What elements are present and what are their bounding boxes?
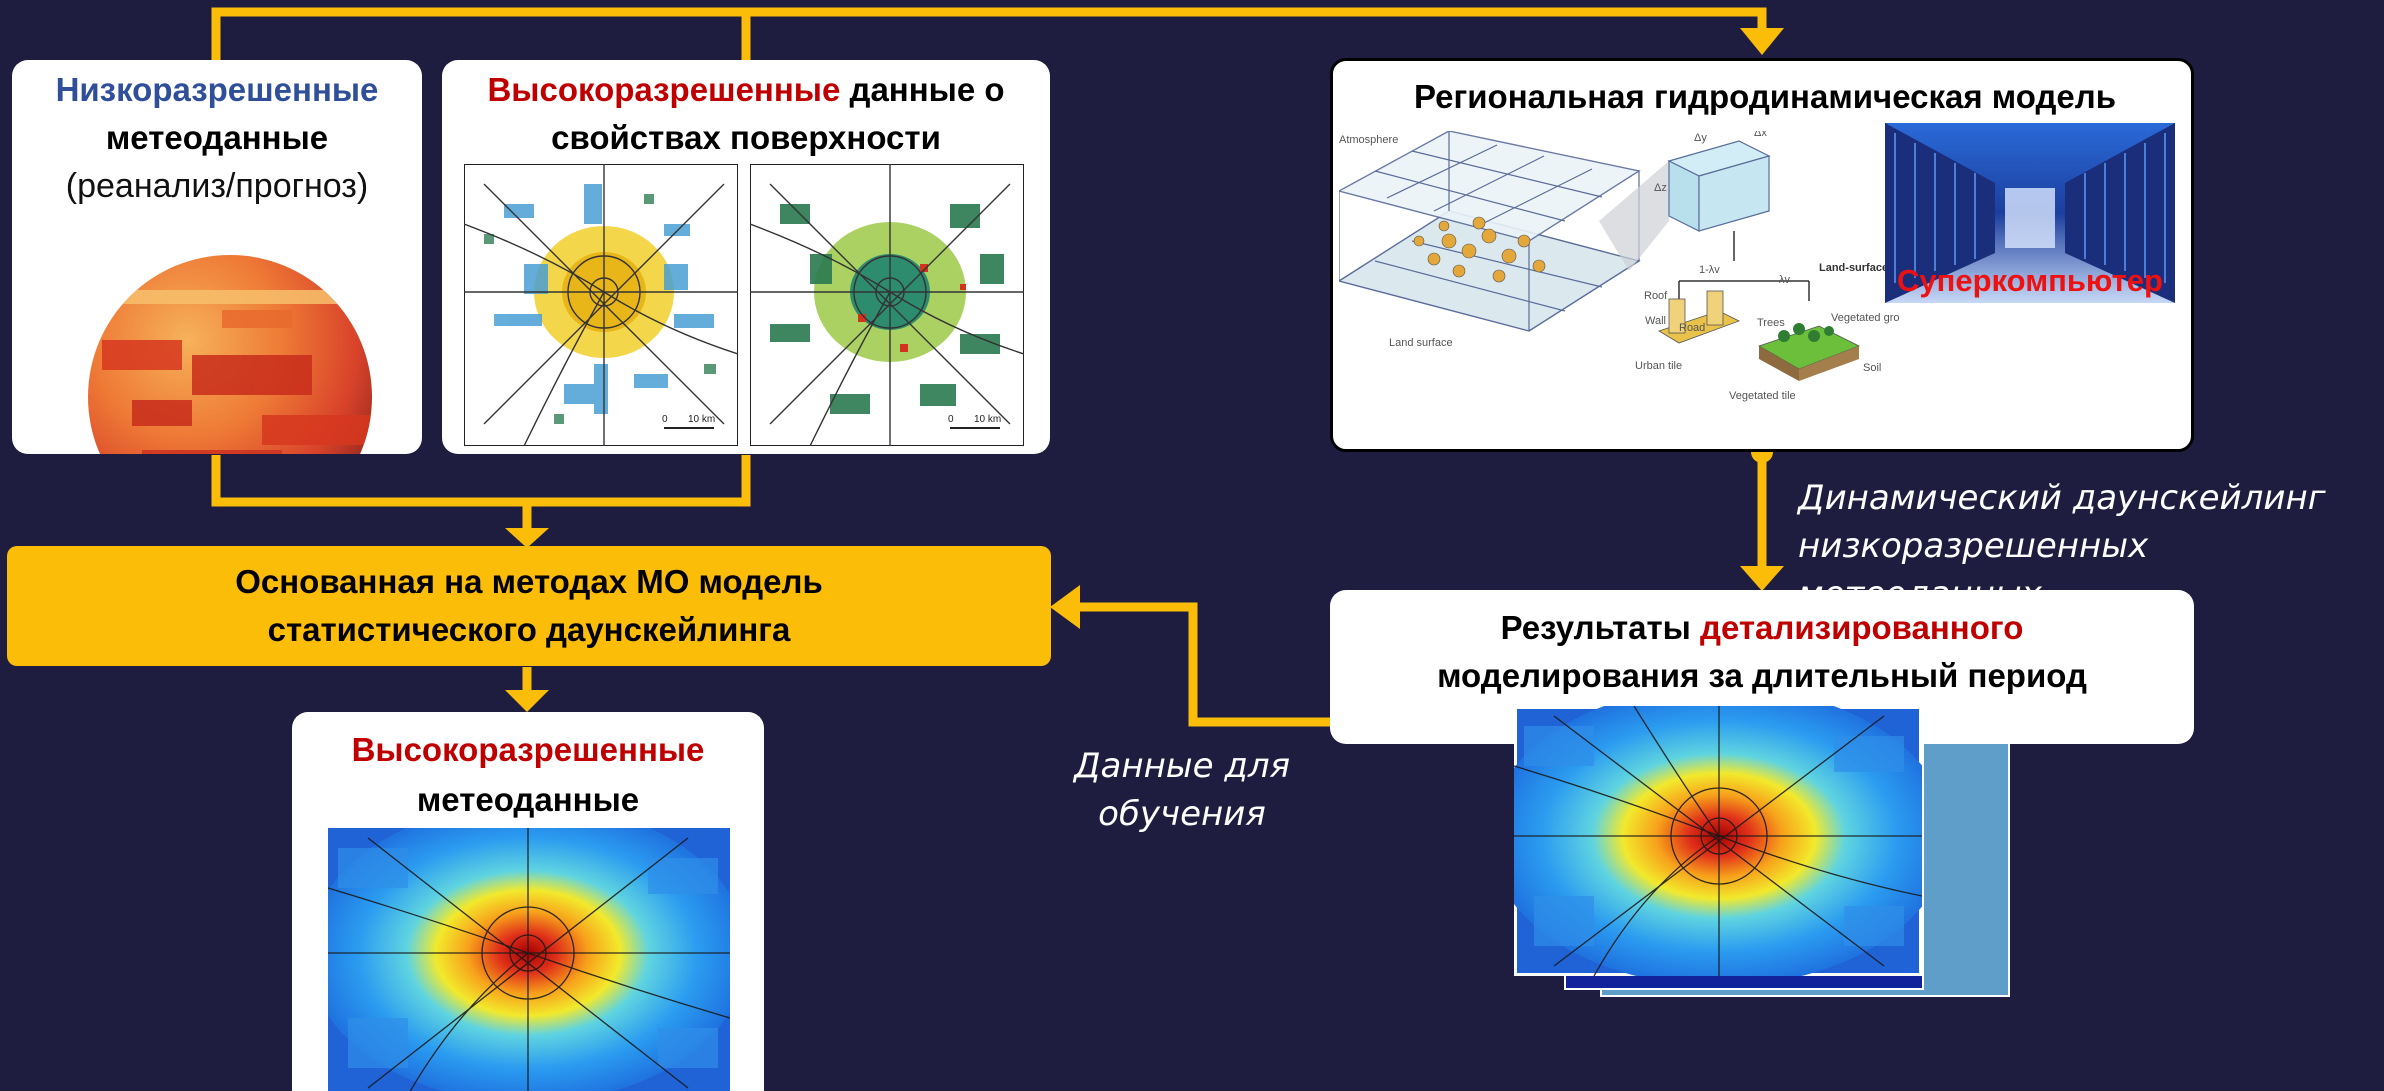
scale-label-right: 10 km (974, 414, 1001, 425)
arrowhead-results (1740, 566, 1784, 591)
label-one-minus-lambda: 1-λv (1699, 264, 1720, 276)
surface-map-left: 0 10 km (464, 164, 738, 446)
output-title-line2: метеоданные (416, 781, 640, 818)
output-heatmap (328, 828, 730, 1091)
label-wall: Wall (1645, 315, 1666, 327)
label-dz: Δz (1654, 182, 1667, 194)
results-title-prefix: Результаты (1500, 609, 1691, 646)
label-urban-tile: Urban tile (1635, 360, 1682, 372)
low-res-title-line3: (реанализ/прогноз) (65, 167, 369, 205)
output-title-highlight: Высокоразрешенные (351, 731, 705, 768)
surface-title-rest: данные о (849, 71, 1005, 108)
caption-training-line2: обучения (1098, 794, 1266, 834)
results-card: Результаты детализированного моделирован… (1330, 590, 2194, 744)
connector-inputs-bottom (211, 455, 751, 507)
label-vegetated-tile: Vegetated tile (1729, 390, 1796, 402)
model-schematic: Atmosphere Land surface Δy Δx Δz 1-λv λv… (1339, 131, 1899, 402)
supercomputer-image: Суперкомпьютер (1885, 123, 2175, 303)
label-land-surface: Land surface (1389, 337, 1453, 349)
label-roof: Roof (1644, 290, 1668, 302)
label-soil: Soil (1863, 362, 1881, 374)
regional-model-title: Региональная гидродинамическая модель (1413, 78, 2117, 115)
label-atmosphere: Atmosphere (1339, 134, 1398, 146)
results-title-highlight: детализированного (1700, 609, 2024, 646)
label-road: Road (1679, 322, 1705, 334)
low-res-title-line2: метеоданные (105, 119, 329, 156)
scale-label-left: 10 km (688, 414, 715, 425)
ml-model-line2: статистического даунскейлинга (267, 611, 791, 648)
label-land-surface-scheme: Land-surface scheme (1819, 262, 1899, 274)
scale-zero-right: 0 (948, 414, 954, 425)
server-room-graphic (1885, 123, 2175, 303)
caption-training-data: Данные для обучения (1052, 742, 1312, 838)
low-res-title-highlight: Низкоразрешенные (55, 71, 379, 108)
ml-model-box: Основанная на методах МО модель статисти… (7, 546, 1051, 666)
supercomputer-label: Суперкомпьютер (1897, 263, 2163, 298)
label-dy: Δy (1694, 132, 1707, 144)
arrowhead-ml-left (1050, 585, 1080, 629)
caption-training-line1: Данные для (1073, 746, 1291, 786)
surface-map-right: 0 10 km (750, 164, 1024, 446)
arrowhead-model (1740, 28, 1784, 55)
label-trees: Trees (1757, 317, 1785, 329)
scale-zero-left: 0 (662, 414, 668, 425)
arrowhead-output (505, 690, 549, 712)
surface-title-line2: свойствах поверхности (551, 119, 941, 156)
arrowhead-ml (505, 528, 549, 548)
label-lambda: λv (1779, 274, 1791, 286)
caption-dynamic-line1: Динамический даунскейлинг (1798, 478, 2326, 518)
output-card: Высокоразрешенные метеоданные (292, 712, 764, 1091)
surface-card: Высокоразрешенные данные о свойствах пов… (442, 60, 1050, 454)
regional-model-card: Региональная гидродинамическая модель At… (1330, 58, 2194, 452)
connector-top (211, 7, 1767, 60)
low-res-card: Низкоразрешенные метеоданные (реанализ/п… (12, 60, 422, 454)
ml-model-line1: Основанная на методах МО модель (235, 563, 823, 600)
surface-title-highlight: Высокоразрешенные (487, 71, 841, 108)
caption-dynamic-line2: низкоразрешенных метеоданных (1798, 526, 2149, 614)
results-heatmap (1514, 706, 1922, 976)
label-vegetated-ground: Vegetated ground (1831, 312, 1899, 324)
results-title-line2: моделирования за длительный период (1437, 657, 2087, 694)
caption-dynamic-downscaling: Динамический даунскейлинг низкоразрешенн… (1798, 474, 2384, 618)
globe-image (88, 255, 372, 454)
label-dx: Δx (1754, 131, 1767, 139)
connector-results-ml (1080, 602, 1330, 727)
